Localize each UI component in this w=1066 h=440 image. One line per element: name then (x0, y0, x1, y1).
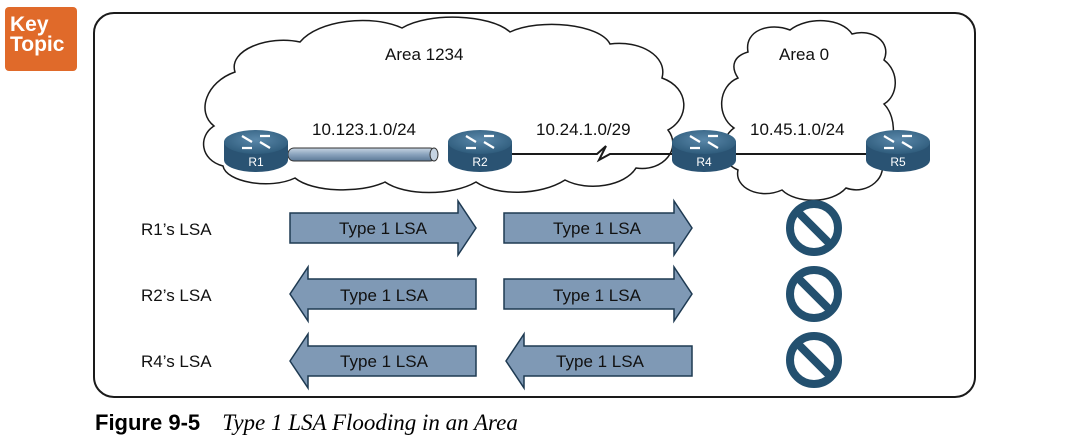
subnet-r4-r5: 10.45.1.0/24 (750, 120, 845, 139)
lsa-arrow-label: Type 1 LSA (340, 286, 429, 305)
lsa-arrow-r1-1: Type 1 LSA (289, 198, 477, 258)
ethernet-link-r1-r2 (287, 147, 437, 162)
router-label-r2: R2 (472, 155, 488, 169)
badge-line-1: Key (10, 13, 49, 36)
prohibited-icon (786, 266, 842, 322)
router-r2: R2 (448, 130, 512, 172)
key-topic-badge: Key Topic (5, 7, 77, 71)
router-r5: R5 (866, 130, 930, 172)
lsa-arrow-label: Type 1 LSA (339, 219, 428, 238)
badge-line-2: Topic (10, 33, 65, 56)
area-1234-label: Area 1234 (385, 45, 463, 64)
area-0-label: Area 0 (779, 45, 829, 64)
lsa-arrow-r2-1: Type 1 LSA (289, 264, 477, 324)
lsa-arrow-label: Type 1 LSA (340, 352, 429, 371)
lsa-arrow-r1-2: Type 1 LSA (503, 198, 693, 258)
lsa-arrow-r4-1: Type 1 LSA (289, 331, 477, 391)
router-r4: R4 (672, 130, 736, 172)
figure-number: Figure 9-5 (95, 410, 201, 435)
lsa-arrow-r2-2: Type 1 LSA (503, 264, 693, 324)
lsa-arrow-label: Type 1 LSA (553, 286, 642, 305)
figure-caption: Figure 9-5 Type 1 LSA Flooding in an Are… (95, 410, 518, 436)
row-label-r4: R4’s LSA (141, 352, 212, 371)
router-label-r5: R5 (890, 155, 906, 169)
serial-link-r2-r4 (510, 145, 676, 163)
router-label-r1: R1 (248, 155, 264, 169)
lsa-arrow-label: Type 1 LSA (556, 352, 645, 371)
lsa-arrow-r4-2: Type 1 LSA (505, 331, 693, 391)
prohibited-icon (786, 332, 842, 388)
lsa-arrow-label: Type 1 LSA (553, 219, 642, 238)
subnet-r1-r2: 10.123.1.0/24 (312, 120, 416, 139)
figure-title: Type 1 LSA Flooding in an Area (222, 410, 518, 435)
row-label-r2: R2’s LSA (141, 286, 212, 305)
router-r1: R1 (224, 130, 288, 172)
area-0-cloud (720, 19, 896, 201)
prohibited-icon (786, 200, 842, 256)
subnet-r2-r4: 10.24.1.0/29 (536, 120, 631, 139)
row-label-r1: R1’s LSA (141, 220, 212, 239)
router-label-r4: R4 (696, 155, 712, 169)
